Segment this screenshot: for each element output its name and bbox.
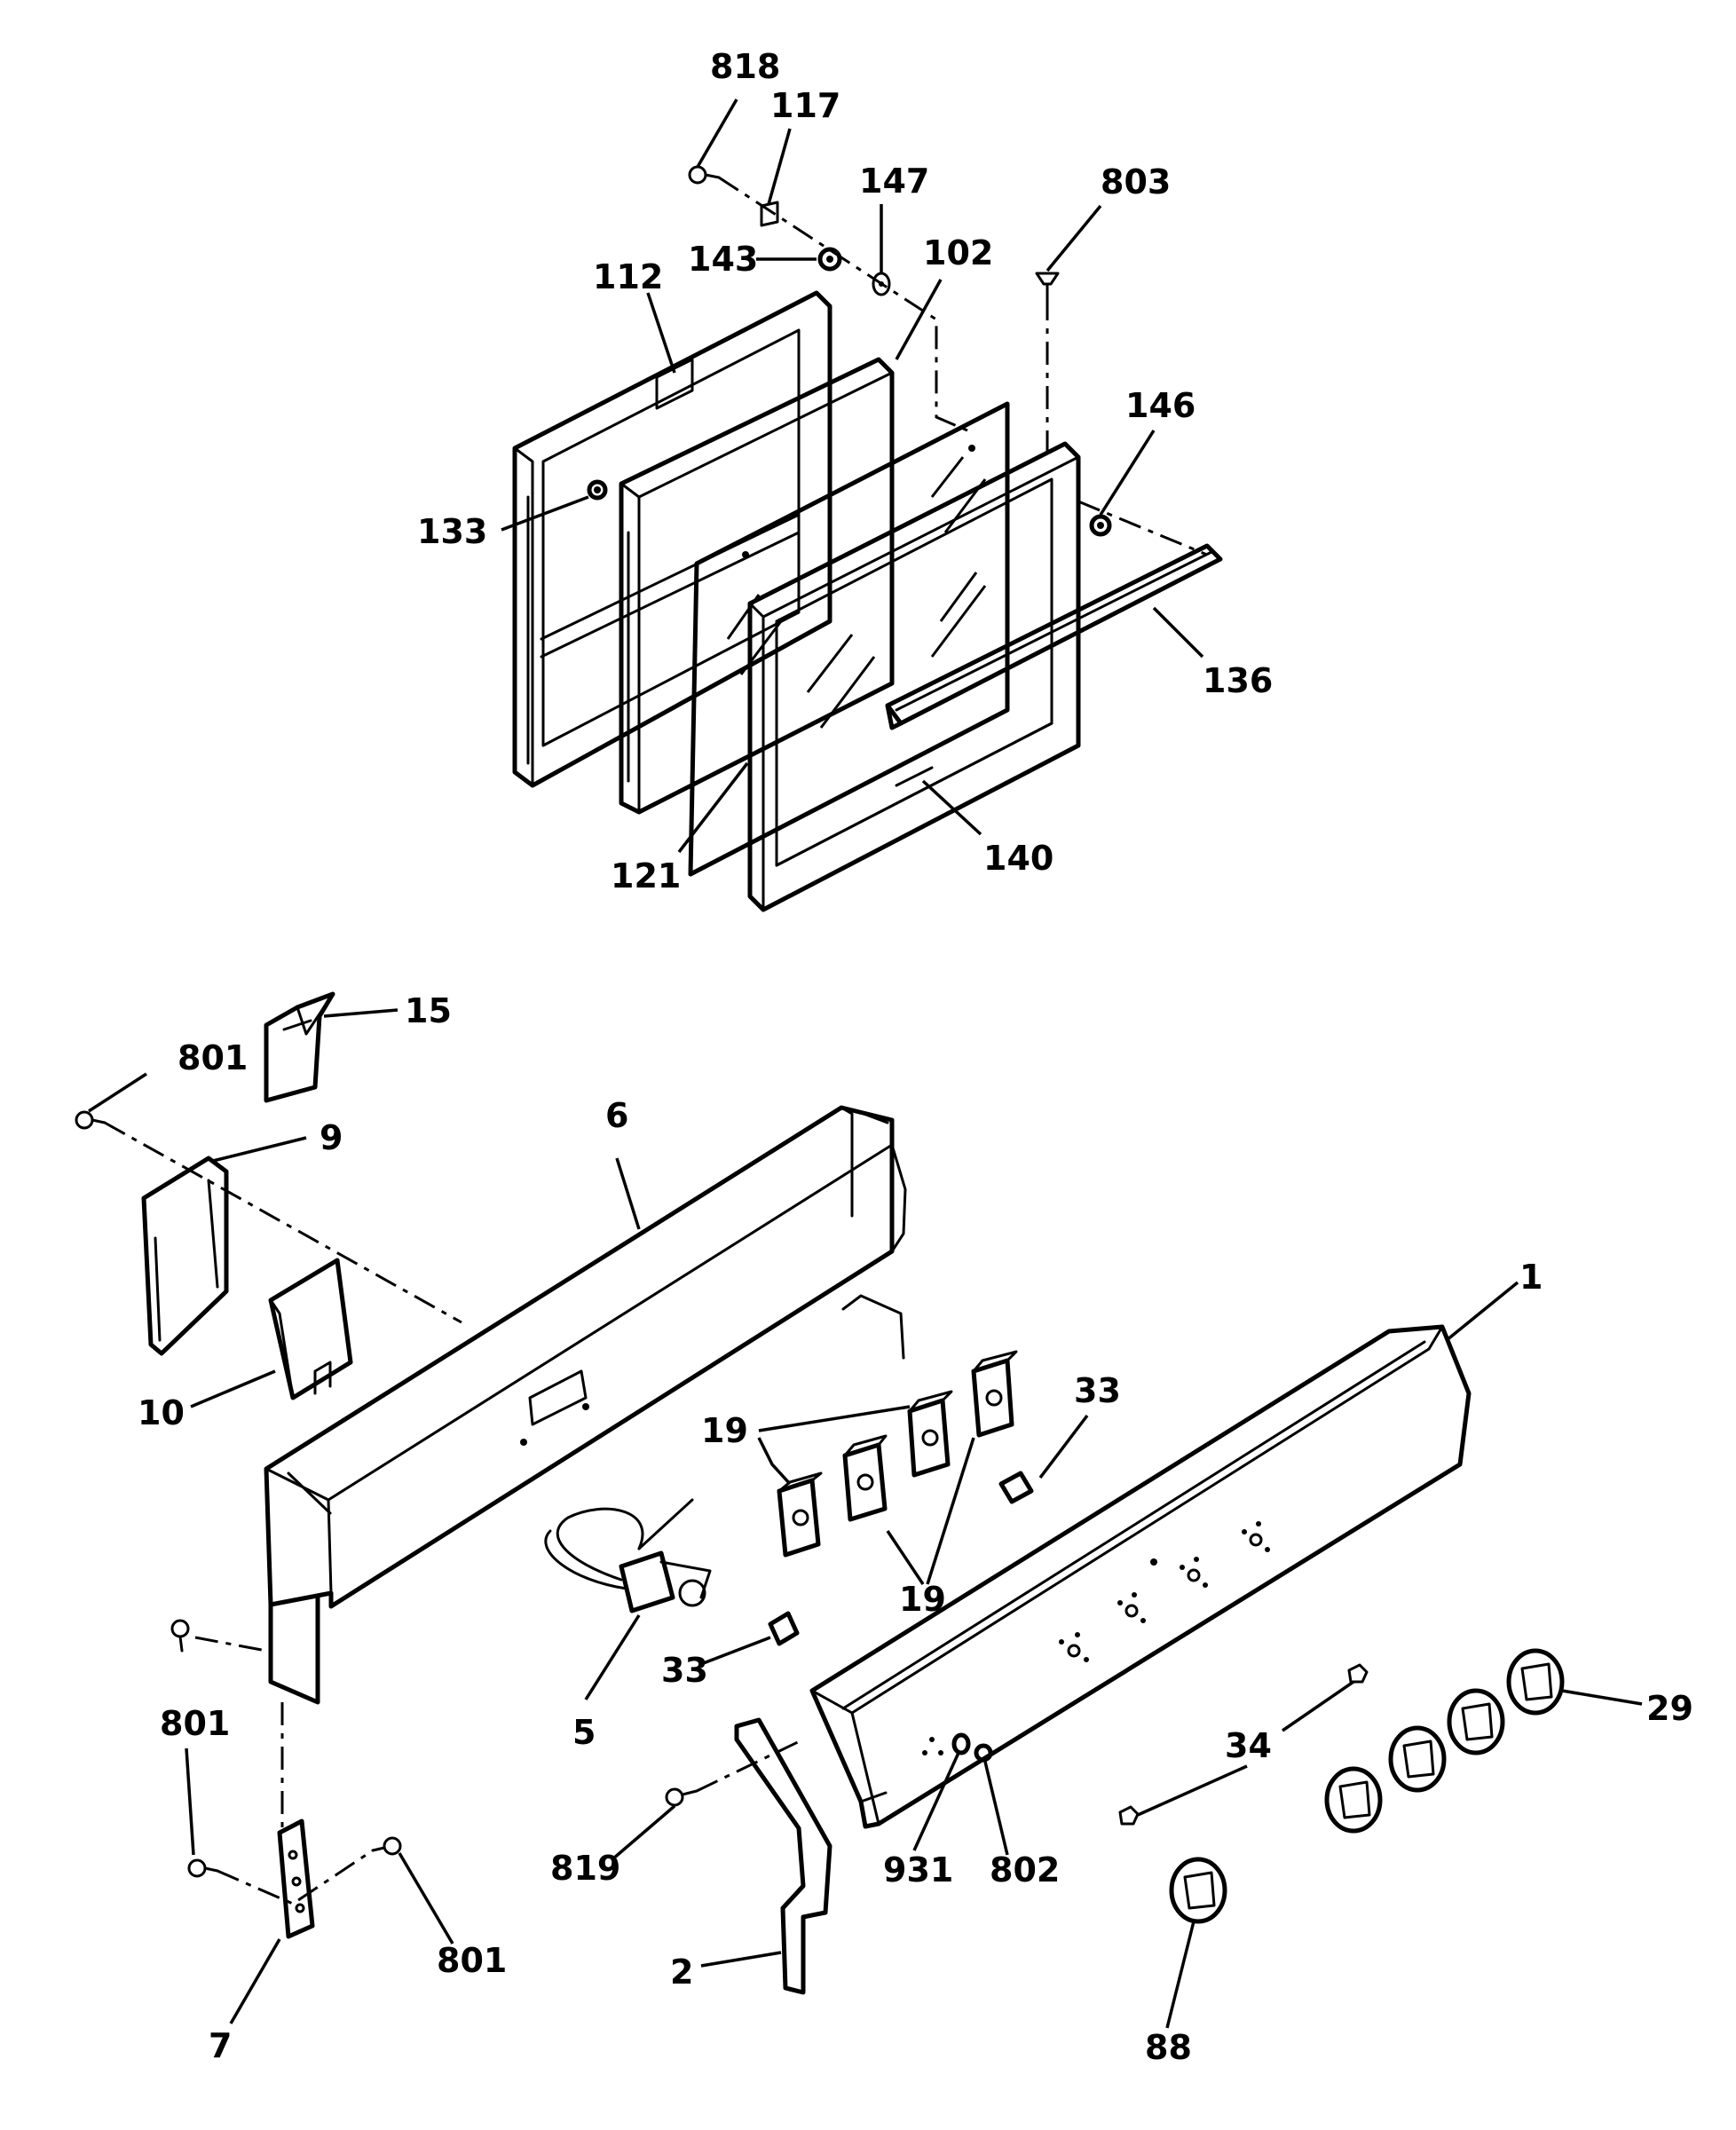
part-136-door-handle [885, 543, 1223, 730]
part-34-nut-upper [1347, 1663, 1369, 1684]
part-117-clip [760, 201, 779, 227]
part-931-washer [951, 1732, 971, 1755]
label-33-left: 33 [661, 1651, 708, 1690]
label-112: 112 [593, 257, 663, 296]
part-19-switch-1 [777, 1471, 823, 1558]
label-802: 802 [990, 1850, 1060, 1889]
label-801-left: 801 [160, 1704, 230, 1743]
assembly-line-801-lower [217, 1849, 374, 1905]
part-140-outer-door [747, 441, 1081, 912]
part-133-bushing [587, 479, 608, 501]
part-labels: 818 117 147 143 102 803 112 146 133 136 … [138, 47, 1693, 2067]
part-146-bushing [1089, 514, 1112, 537]
label-33-right: 33 [1074, 1371, 1121, 1410]
part-7-mounting-strap [277, 1818, 315, 1939]
label-9: 9 [320, 1118, 343, 1157]
part-802-screw [974, 1743, 993, 1763]
part-112-inner-door-frame [512, 290, 832, 788]
assembly-line-819 [696, 1738, 804, 1793]
label-801-right: 801 [437, 1941, 507, 1980]
part-29-knob-1 [1506, 1648, 1565, 1716]
part-143-bushing [817, 247, 842, 272]
label-801-top: 801 [178, 1038, 248, 1077]
part-102-door-liner [619, 357, 895, 815]
label-6: 6 [605, 1096, 628, 1135]
assembly-line-801-left [194, 1636, 267, 1653]
part-33-indicator-light-left [768, 1611, 800, 1646]
part-801-screw-right-lower [371, 1836, 402, 1856]
label-29: 29 [1646, 1689, 1693, 1728]
part-33-indicator-light-right [998, 1471, 1034, 1504]
label-146: 146 [1125, 386, 1195, 425]
assembly-line-hinge [718, 176, 968, 432]
part-29-knob-4 [1324, 1766, 1383, 1834]
part-801-screw-left-upper [170, 1619, 190, 1653]
part-2-end-bracket [734, 1717, 832, 1995]
label-818: 818 [710, 47, 780, 86]
leader-lines-bottom [88, 1008, 1643, 2029]
label-19-lower: 19 [899, 1580, 946, 1619]
label-121: 121 [611, 856, 681, 895]
label-5: 5 [572, 1713, 596, 1752]
label-88: 88 [1145, 2028, 1192, 2067]
label-140: 140 [983, 839, 1053, 878]
label-2: 2 [670, 1952, 693, 1992]
part-15-bracket [264, 991, 335, 1103]
part-819-screw [665, 1787, 698, 1807]
label-803: 803 [1101, 162, 1171, 201]
part-5-thermostat [544, 1498, 712, 1613]
label-117: 117 [770, 86, 840, 125]
part-9-side-bracket [141, 1156, 229, 1356]
part-29-knob-3 [1388, 1725, 1447, 1793]
label-819: 819 [550, 1849, 620, 1888]
part-29-knob-2 [1447, 1688, 1505, 1755]
part-19-switch-2 [842, 1434, 888, 1522]
part-801-screw-left-lower [187, 1858, 219, 1878]
label-102: 102 [923, 233, 993, 272]
part-801-screw-top [75, 1110, 107, 1130]
assembly-line-146 [1077, 500, 1208, 556]
label-19-upper: 19 [701, 1411, 748, 1450]
part-88-knob [1169, 1857, 1227, 1924]
part-19-switch-3 [907, 1390, 953, 1478]
part-10-mounting-bracket [268, 1258, 353, 1400]
leader-lines-top [501, 99, 1204, 854]
label-143: 143 [688, 240, 758, 279]
label-136: 136 [1203, 661, 1273, 700]
part-818-screw [688, 165, 721, 185]
label-10: 10 [138, 1393, 185, 1432]
label-15: 15 [405, 991, 452, 1030]
label-34: 34 [1225, 1726, 1272, 1765]
part-34-nut-lower [1118, 1805, 1140, 1826]
label-147: 147 [859, 162, 929, 201]
label-133: 133 [417, 512, 487, 551]
part-6-backsplash-housing [264, 1105, 907, 1705]
label-7: 7 [209, 2026, 232, 2065]
part-19-switch-4 [971, 1350, 1018, 1438]
panel-switch-holes [922, 1521, 1270, 1755]
part-803-screw [1035, 272, 1060, 299]
label-1: 1 [1519, 1258, 1543, 1297]
label-931: 931 [883, 1850, 953, 1889]
part-1-control-panel [809, 1324, 1472, 1829]
